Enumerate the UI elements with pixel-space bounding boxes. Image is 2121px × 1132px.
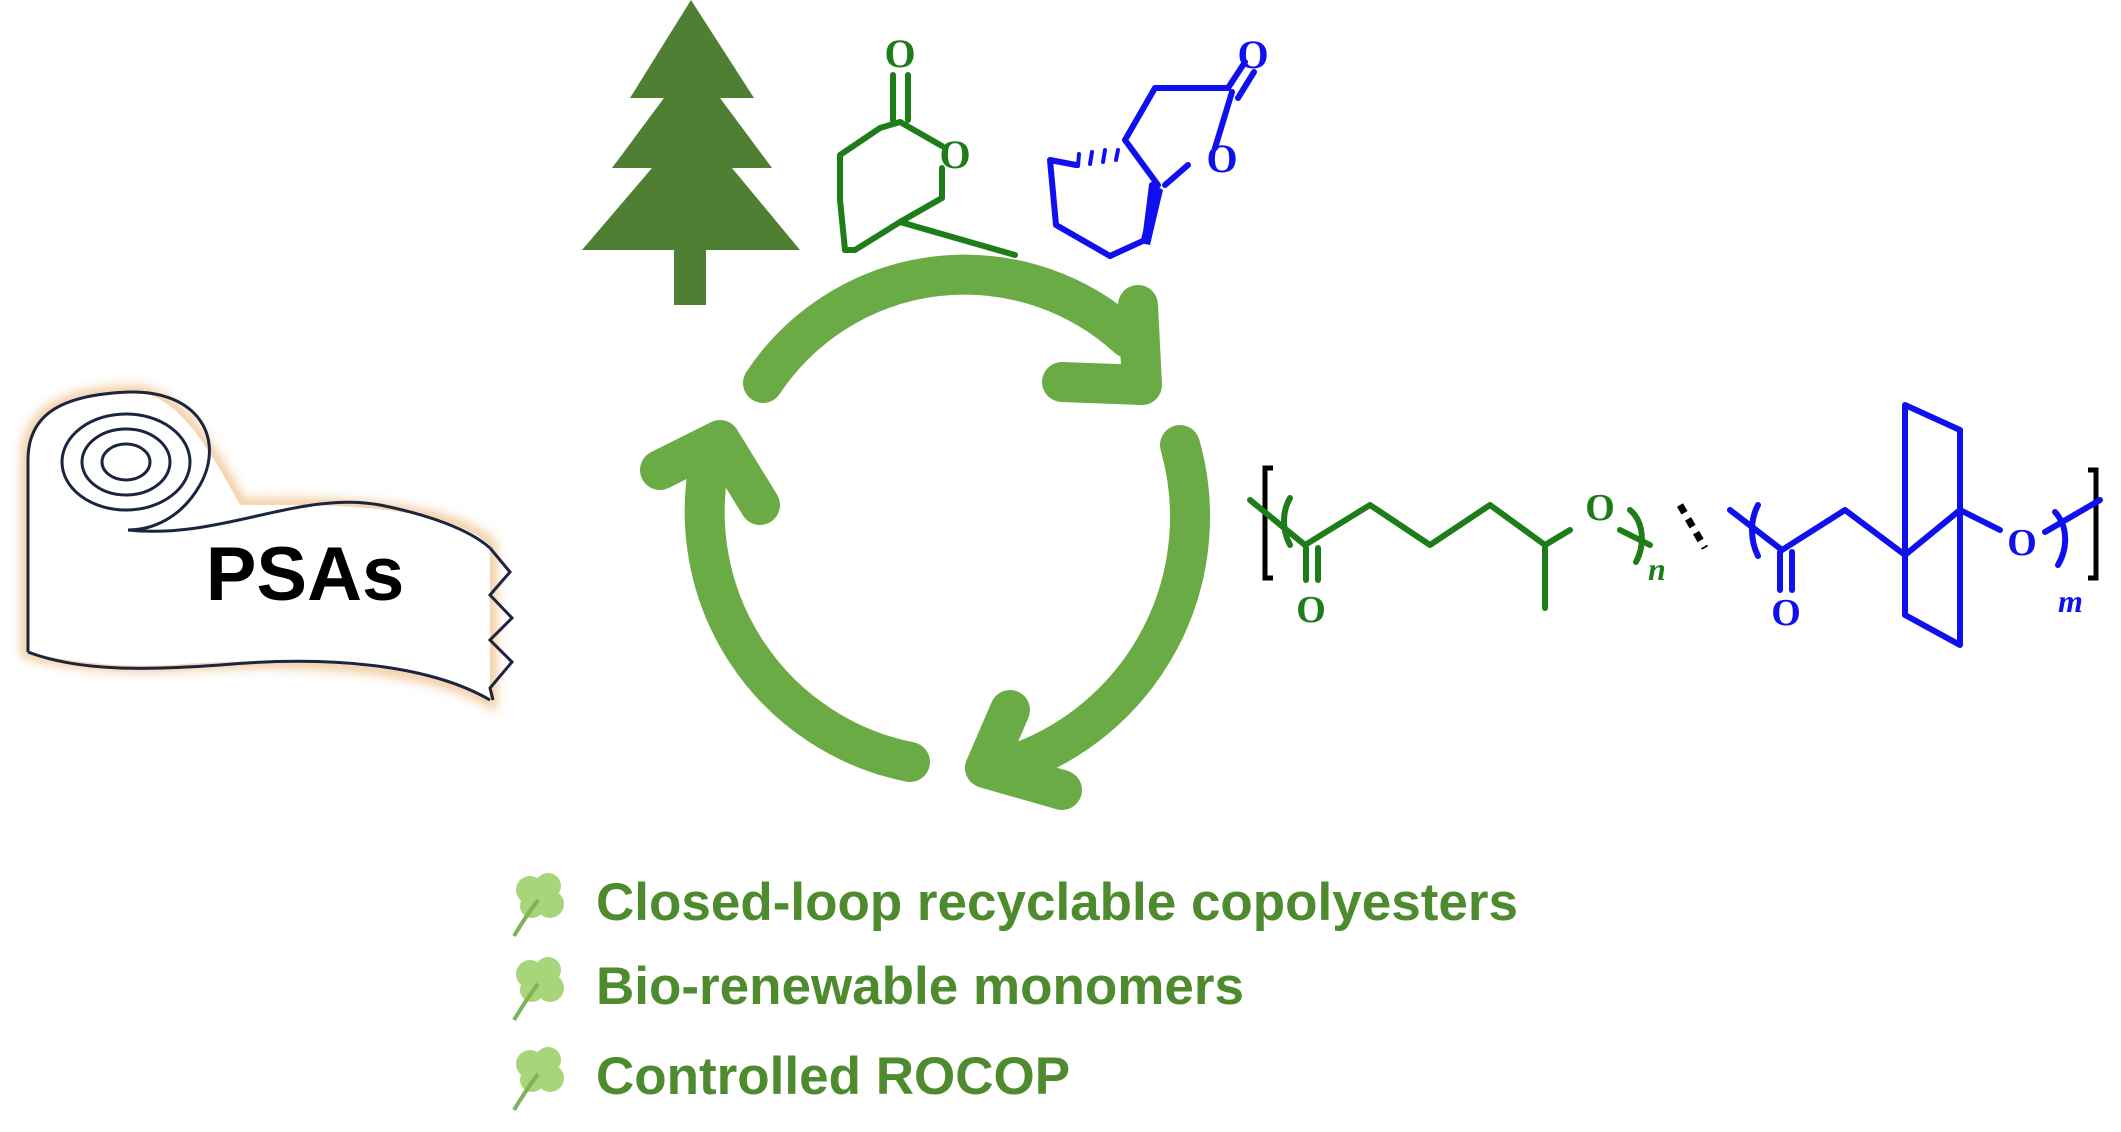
tree-icon <box>582 0 800 305</box>
blue-monomer-carbonyl-o: O <box>1237 32 1268 77</box>
tape-label: PSAs <box>206 532 405 617</box>
clover-leaf-icon <box>512 1047 564 1112</box>
blue-monomer-wedge-bond <box>1140 185 1163 245</box>
polymer-blue-carbonyl-o: O <box>1771 592 1801 634</box>
green-monomer-ring-o: O <box>939 132 970 177</box>
recycle-cycle-icon <box>640 254 1210 810</box>
green-lactone-monomer <box>837 72 1018 258</box>
feature-item-3: Controlled ROCOP <box>500 1040 1070 1112</box>
copolymer-structure: O O n O O m <box>1247 402 2103 648</box>
feature-text: Controlled ROCOP <box>596 1046 1071 1106</box>
polymer-blue-ester-o: O <box>2007 522 2037 564</box>
polymer-subscript-n: n <box>1648 551 1666 587</box>
polymer-green-ester-o: O <box>1585 487 1615 529</box>
feature-item-1: Closed-loop recyclable copolyesters <box>500 866 1518 938</box>
polymer-green-carbonyl-o: O <box>1296 589 1326 631</box>
blue-polyester-segment <box>1727 402 2103 648</box>
feature-item-2: Bio-renewable monomers <box>500 950 1244 1022</box>
feature-text: Bio-renewable monomers <box>596 956 1244 1016</box>
blue-monomer-ring-o: O <box>1206 136 1237 181</box>
green-monomer-carbonyl-o: O <box>884 31 915 76</box>
green-polyester-segment <box>1247 495 1653 611</box>
tape-roll-icon: PSAs <box>21 384 515 713</box>
clover-leaf-icon <box>512 957 564 1022</box>
clover-leaf-icon <box>512 873 564 938</box>
polymer-subscript-m: m <box>2058 583 2083 619</box>
copolymer-link-dashes <box>1676 503 1709 550</box>
feature-text: Closed-loop recyclable copolyesters <box>596 872 1518 932</box>
